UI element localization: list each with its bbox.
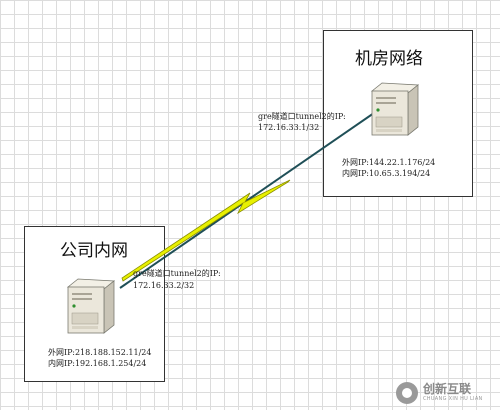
machine-room-tunnel-label: gre隧道口tunnel2的IP: [258, 112, 346, 121]
machine-room-external-ip: 外网IP:144.22.1.176/24 [342, 158, 436, 167]
logo-tagline: CHUANG XIN HU LIAN [423, 396, 483, 402]
machine-room-title: 机房网络 [355, 49, 423, 69]
office-title: 公司内网 [60, 241, 128, 261]
logo-brand: 创新互联 [423, 382, 472, 396]
machine-room-tunnel-ip: 172.16.33.1/32 [258, 123, 320, 132]
office-server-icon [66, 278, 116, 334]
watermark-logo: 创新互联 CHUANG XIN HU LIAN [396, 380, 494, 406]
logo-mark-icon [396, 382, 418, 404]
office-box [24, 226, 165, 382]
lightning-bolt-icon [121, 179, 291, 282]
link-line [119, 112, 375, 289]
machine-room-server-icon [370, 82, 420, 136]
office-internal-ip: 内网IP:192.168.1.254/24 [48, 359, 147, 368]
machine-room-internal-ip: 内网IP:10.65.3.194/24 [342, 169, 431, 178]
office-external-ip: 外网IP:218.188.152.11/24 [48, 348, 152, 357]
office-tunnel-ip: 172.16.33.2/32 [133, 281, 195, 290]
office-tunnel-label: gre隧道口tunnel2的IP: [133, 269, 221, 278]
